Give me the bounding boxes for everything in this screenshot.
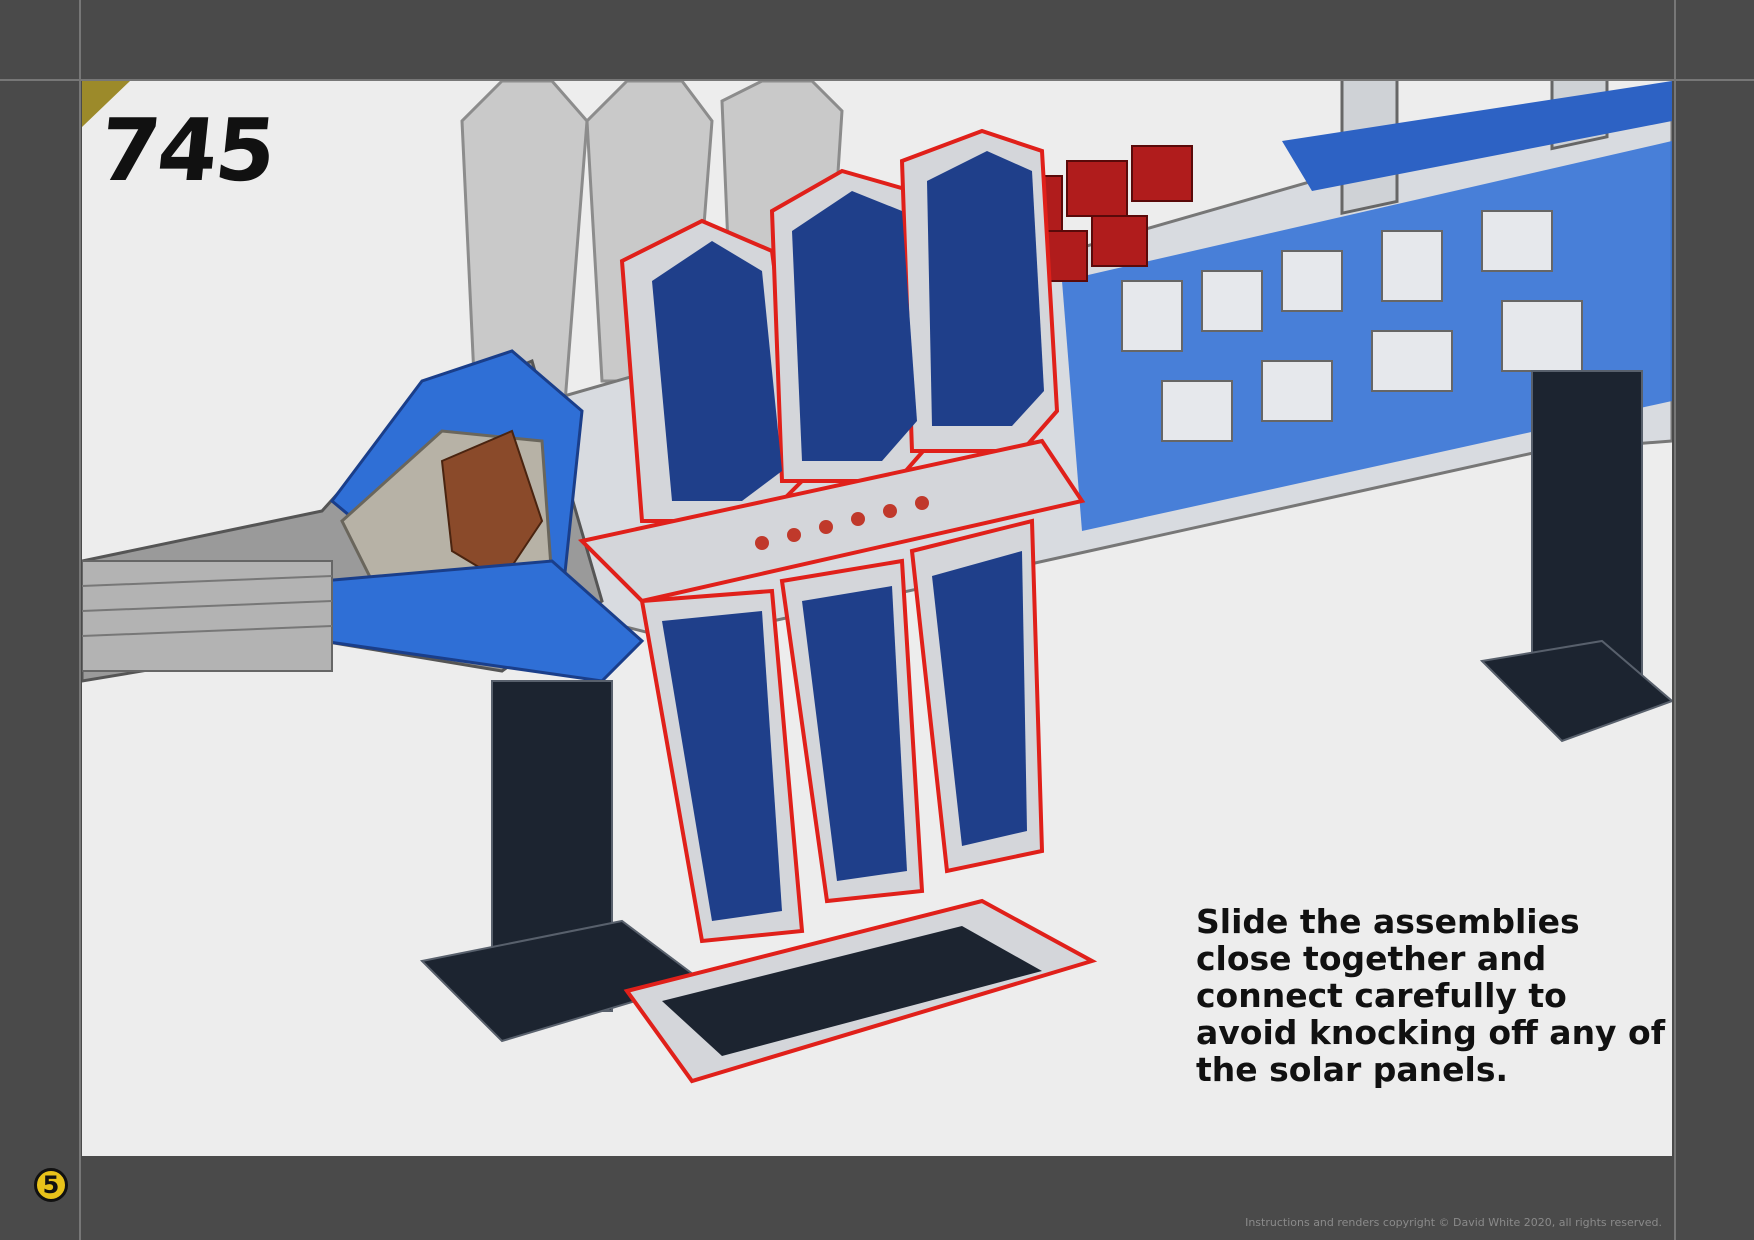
right-frame-line: [1674, 0, 1676, 1240]
illustration-panel: 745 Slide the assemblies close together …: [82, 81, 1672, 1156]
instruction-text: Slide the assemblies close together and …: [1196, 902, 1666, 1089]
step-number: 745: [94, 101, 279, 201]
top-frame-line: [0, 79, 1754, 81]
copyright-footer: Instructions and renders copyright © Dav…: [1245, 1216, 1662, 1229]
corner-accent: [82, 81, 130, 127]
solar-panel-assembly: [577, 128, 1098, 1084]
display-stands: [419, 370, 1672, 1043]
ship-nose: [82, 349, 645, 683]
model-render: [82, 81, 1672, 1084]
page-number-badge: 5: [34, 1168, 68, 1202]
left-frame-line: [79, 0, 81, 1240]
